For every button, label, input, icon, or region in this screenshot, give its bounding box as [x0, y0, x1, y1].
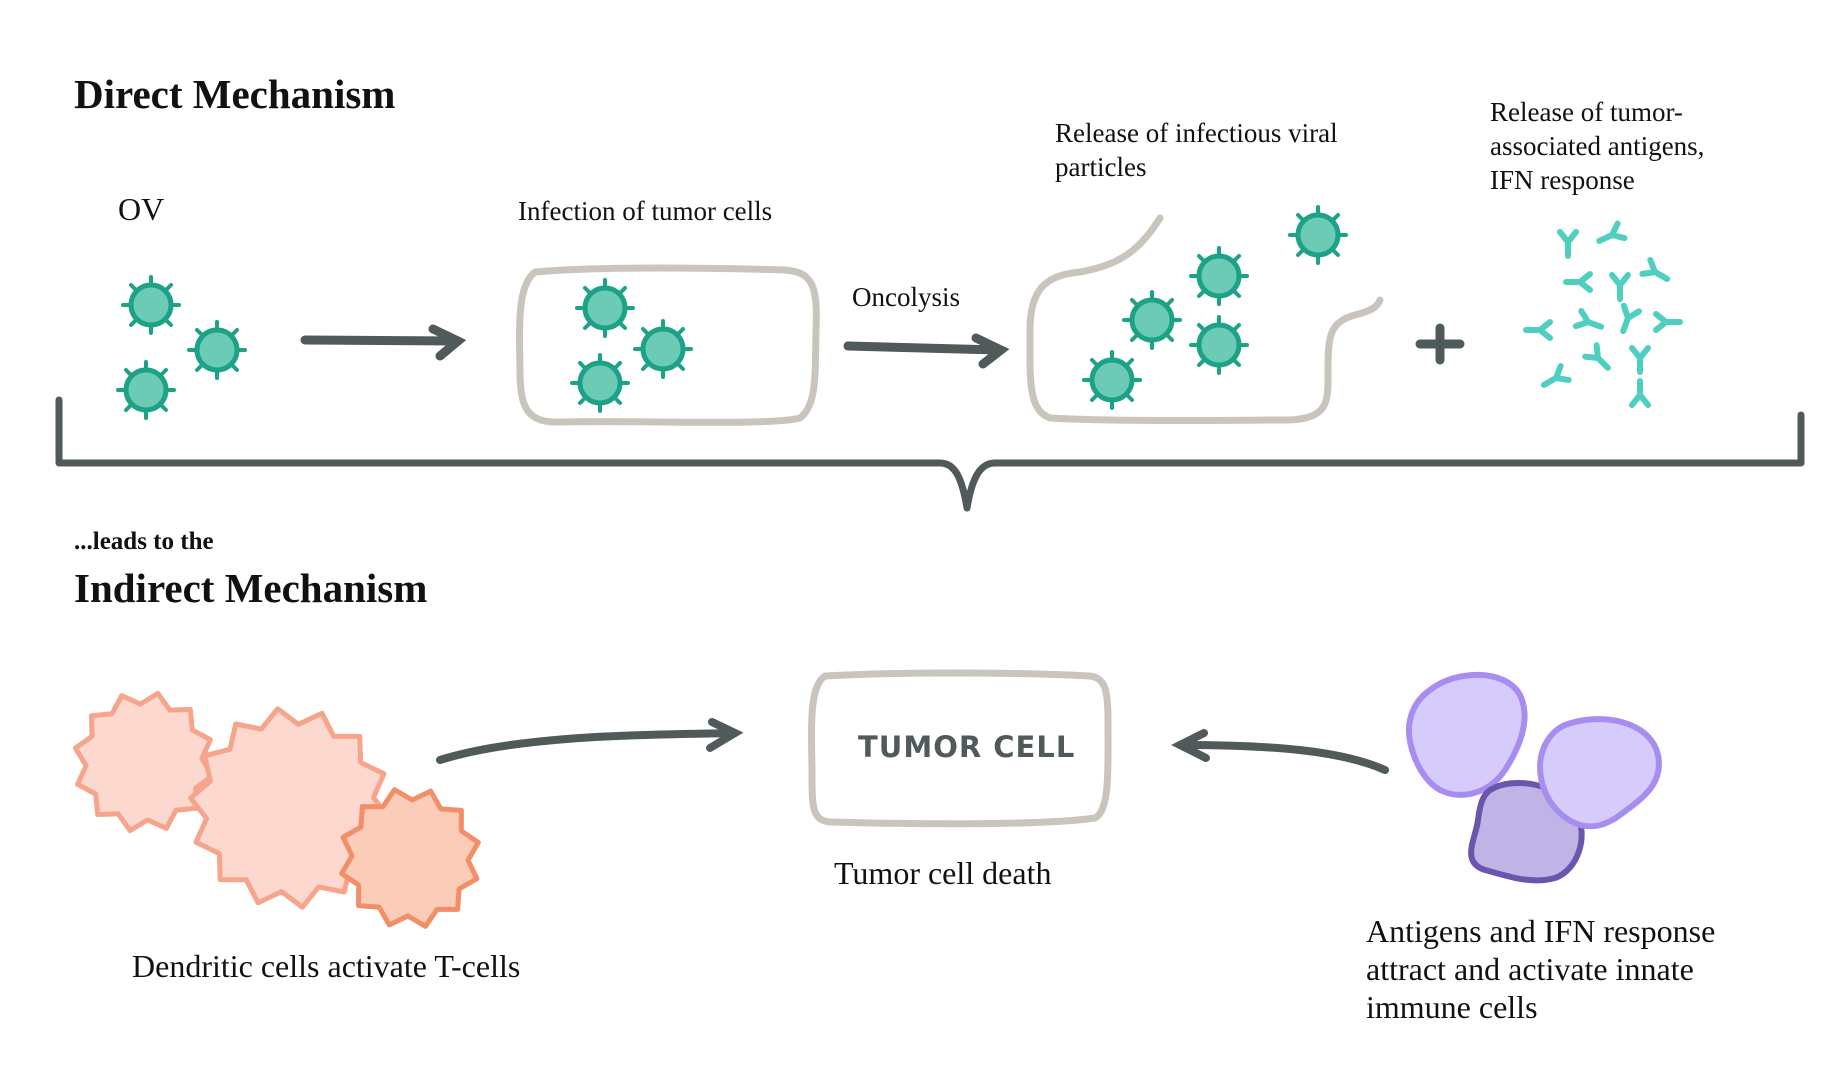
curly-brace	[55, 396, 1805, 512]
antibody-icon	[1596, 224, 1625, 249]
antibody-icon	[1656, 314, 1680, 330]
oncolysis-label: Oncolysis	[852, 282, 960, 312]
plus-icon	[1415, 323, 1465, 365]
arrow-ov-to-infection	[300, 324, 467, 361]
direct-mechanism-title: Direct Mechanism	[74, 71, 396, 117]
release-viral-label: Release of infectious viral particles	[1055, 118, 1338, 182]
virus-icon	[572, 355, 628, 411]
immune-cell-front	[1537, 716, 1662, 830]
antibody-icon	[1585, 345, 1613, 373]
dendritic-cell-small	[72, 690, 216, 834]
tumor-death-label: Tumor cell death	[834, 855, 1052, 891]
virus-icon	[1124, 292, 1180, 348]
immune-label: Antigens and IFN response attract and ac…	[1366, 913, 1716, 1025]
antibody-icon	[1576, 311, 1604, 334]
ov-label: OV	[118, 191, 165, 227]
immune-cell-back	[1406, 671, 1528, 798]
indirect-mechanism-title: Indirect Mechanism	[74, 565, 428, 611]
tumor-cell-label: TUMOR CELL	[858, 730, 1076, 764]
antibody-icon	[1612, 275, 1628, 299]
virus-icon	[577, 280, 633, 336]
lysed-tumor-cell	[1026, 207, 1384, 424]
antibody-icon	[1632, 348, 1648, 372]
virus-icon	[118, 362, 174, 418]
antibody-icon	[1642, 260, 1671, 286]
virus-icon	[1290, 207, 1346, 263]
infected-tumor-cell	[516, 264, 820, 426]
antibody-icon	[1566, 274, 1590, 290]
antibody-icon	[1560, 232, 1576, 256]
antibody-icon	[1616, 306, 1639, 334]
leads-to-text: ...leads to the	[74, 528, 214, 555]
dendritic-cell-front	[339, 787, 481, 929]
arrow-dendritic-to-tumor	[436, 718, 744, 764]
arrow-immune-to-tumor	[1171, 729, 1389, 774]
immune-cells	[1406, 671, 1662, 884]
antibody-icon	[1540, 366, 1569, 392]
dendritic-cell-large	[188, 706, 392, 910]
antigens-cluster	[1526, 224, 1680, 405]
virus-icon	[189, 322, 245, 378]
virus-icon	[123, 277, 179, 333]
ov-viruses	[118, 277, 245, 418]
tumor-cell-box	[808, 669, 1112, 828]
dendritic-label: Dendritic cells activate T-cells	[132, 948, 521, 984]
virus-icon	[1191, 317, 1247, 373]
antibody-icon	[1526, 322, 1550, 338]
virus-icon	[635, 321, 691, 377]
arrow-oncolysis	[843, 333, 1010, 369]
virus-icon	[1084, 352, 1140, 408]
antibody-icon	[1632, 381, 1648, 405]
release-antigens-label: Release of tumor- associated antigens, I…	[1490, 97, 1705, 195]
dendritic-cells	[72, 690, 481, 929]
infection-label: Infection of tumor cells	[518, 196, 773, 226]
virus-icon	[1191, 248, 1247, 304]
